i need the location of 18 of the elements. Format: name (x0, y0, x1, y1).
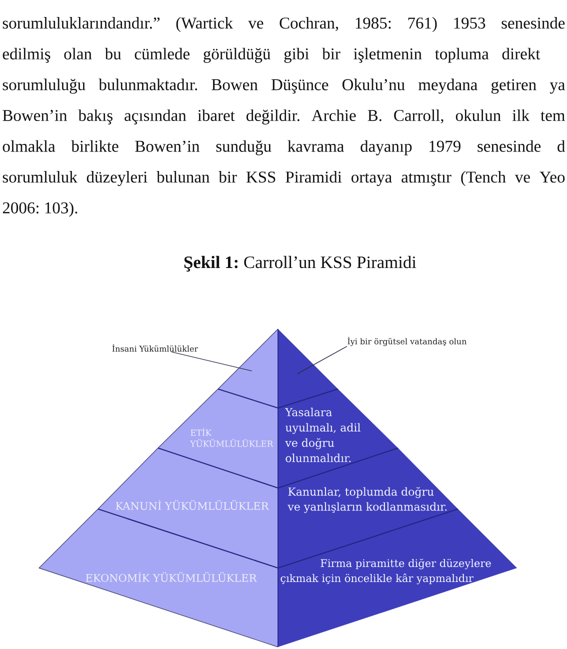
paragraph-line: olmakla birlikte Bowen’in sunduğu kavrama dayanıp 1979 senesinde d (2, 140, 566, 156)
leader-line (171, 352, 252, 372)
paragraph-line: sorumluluğu bulunmaktadır. Bowen Düşünce Okulu’nu meydana getiren ya (2, 78, 565, 94)
annotation-label: İyi bir örgütsel vatandaş olun (348, 336, 467, 346)
annotation-label: İnsani Yükümlülükler (112, 344, 198, 352)
paragraph-line: 2006: 103). (2, 202, 78, 217)
pyramid-tip (278, 328, 338, 408)
paragraph-line: sorumluluk düzeyleri bulunan bir KSS Piramidi ortaya atmıştır (Tench ve Yeo (2, 171, 565, 186)
figure-caption: Şekil 1: Carroll’un KSS Piramidi (184, 256, 416, 272)
node-label: ETİK YÜKÜMLÜLÜKLER (190, 428, 274, 447)
paragraph-line: edilmiş olan bu cümlede görüldüğü gibi bir işletmenin topluma direkt (2, 48, 540, 63)
pyramid-band: KANUNİ YÜKÜMLÜLÜKLER (98, 447, 278, 568)
pyramid-tip (218, 328, 278, 408)
leader-line (296, 346, 348, 374)
paragraph-line: Bowen’in bakış açısından ibaret değildir. Archie B. Carroll, okulun ilk tem (2, 109, 565, 124)
node-label: KANUNİ YÜKÜMLÜLÜKLER (116, 500, 269, 510)
node-label: EKONOMİK YÜKÜMLÜLÜKLER (86, 572, 257, 582)
paragraph-line: sorumluluklarındandır.” (Wartick ve Cochran, 1985: 761) 1953 senesinde (2, 17, 565, 32)
